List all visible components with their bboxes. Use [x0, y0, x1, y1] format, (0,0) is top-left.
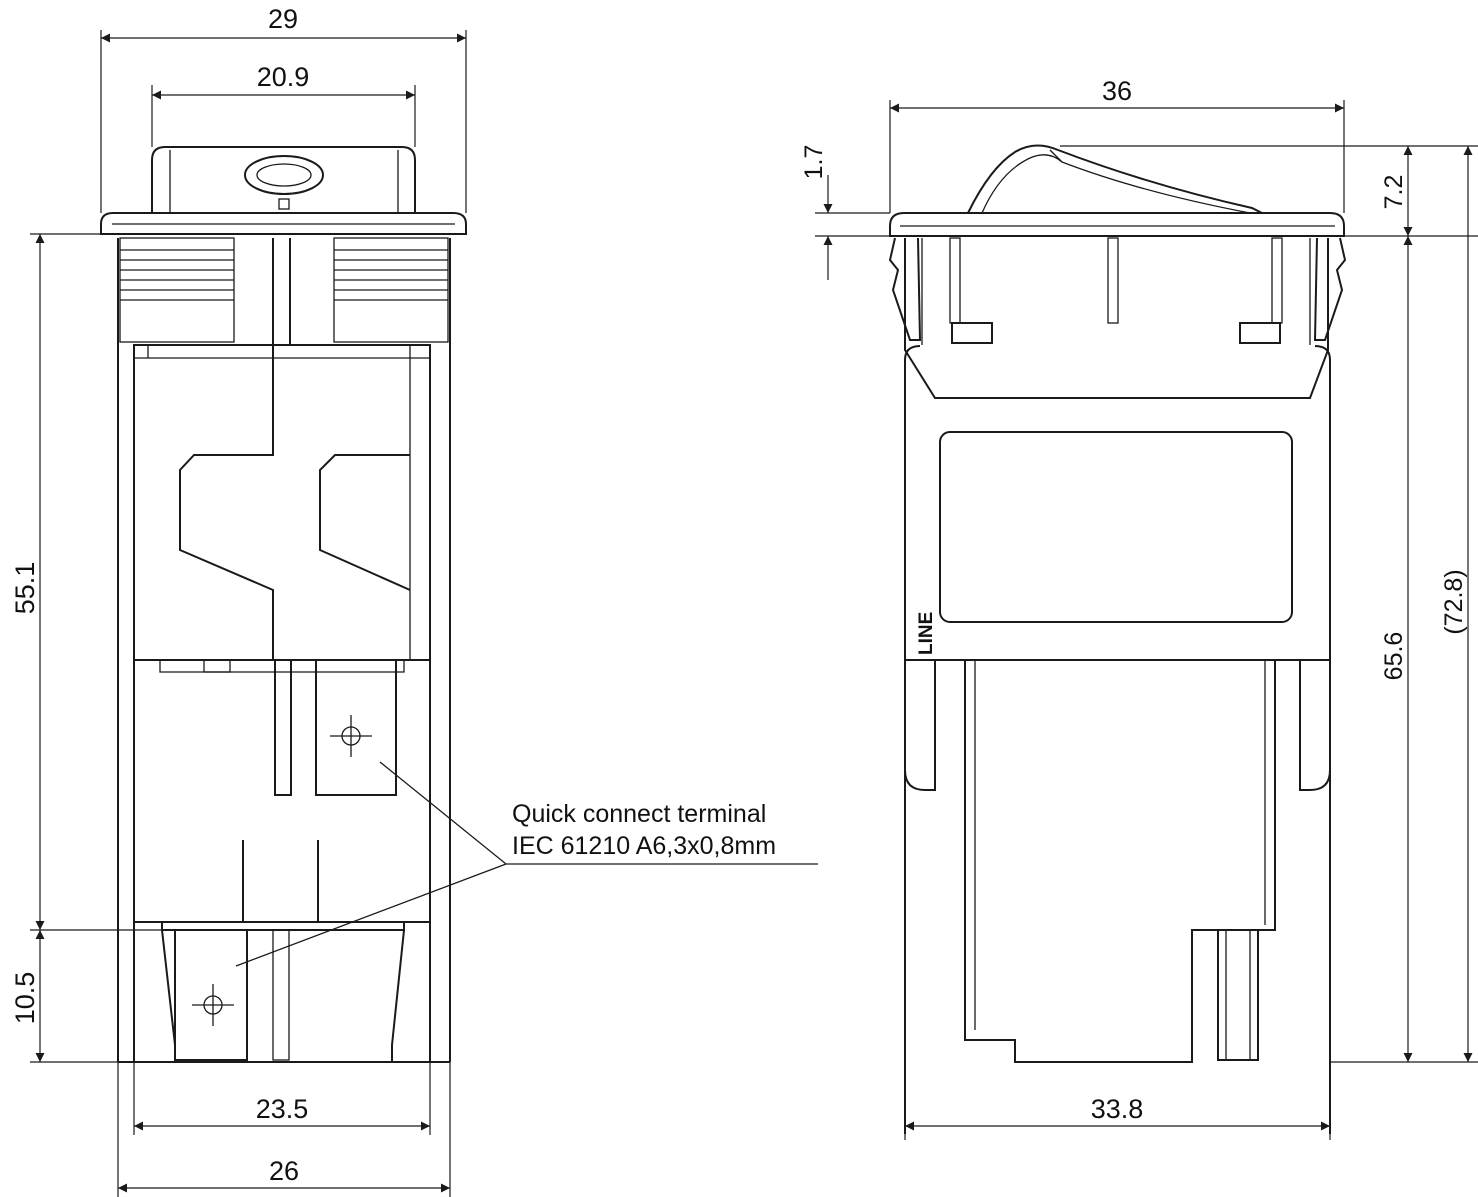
side-snap-clip-left — [888, 237, 922, 341]
terminal-callout: Quick connect terminal IEC 61210 A6,3x0,… — [235, 761, 818, 967]
side-label-window — [939, 431, 1293, 623]
front-terminal-lower — [174, 929, 248, 1061]
dim-front-body-width: 23.5 — [256, 1094, 309, 1124]
front-bezel — [100, 212, 467, 235]
front-body-block — [133, 344, 431, 661]
dim-front-rocker-width: 20.9 — [257, 62, 310, 92]
front-view — [100, 146, 467, 1063]
dim-side-total-height: (72.8) — [1440, 569, 1468, 634]
dim-side-rocker-height: 7.2 — [1380, 175, 1408, 210]
dim-side-top-offset: 1.7 — [800, 145, 828, 180]
front-snap-ribs-left — [119, 237, 235, 343]
side-terminals-bottom — [1217, 929, 1259, 1061]
side-rocker — [967, 144, 1263, 214]
dim-side-body-height: 65.6 — [1380, 632, 1408, 681]
side-dimensions: 36 1.7 7.2 65.6 (72.8) 33.8 — [800, 76, 1478, 1140]
callout-line-2: IEC 61210 A6,3x0,8mm — [512, 832, 776, 860]
side-view: LINE — [888, 144, 1347, 1134]
front-terminal-upper-right — [315, 659, 397, 796]
side-main-body — [904, 360, 1331, 1134]
front-rocker-cap — [151, 146, 416, 213]
dim-side-overall-width: 36 — [1102, 76, 1132, 106]
dim-side-body-width: 33.8 — [1091, 1094, 1144, 1124]
dim-front-bezel-width: 26 — [269, 1156, 299, 1186]
side-line-label: LINE — [916, 612, 937, 655]
dim-front-lower-height: 10.5 — [10, 972, 40, 1025]
front-dimensions: 29 20.9 55.1 10.5 23.5 26 — [10, 4, 467, 1197]
front-snap-ribs-right — [333, 237, 449, 343]
front-terminal-upper-left — [274, 659, 292, 796]
side-snap-clip-right — [1313, 237, 1347, 341]
dim-front-overall-width: 29 — [268, 4, 298, 34]
dim-front-body-height: 55.1 — [10, 562, 40, 615]
side-bezel — [889, 212, 1345, 237]
side-terminals-top — [949, 237, 1283, 344]
callout-line-1: Quick connect terminal — [512, 800, 766, 828]
front-indicator-lens — [244, 155, 324, 195]
